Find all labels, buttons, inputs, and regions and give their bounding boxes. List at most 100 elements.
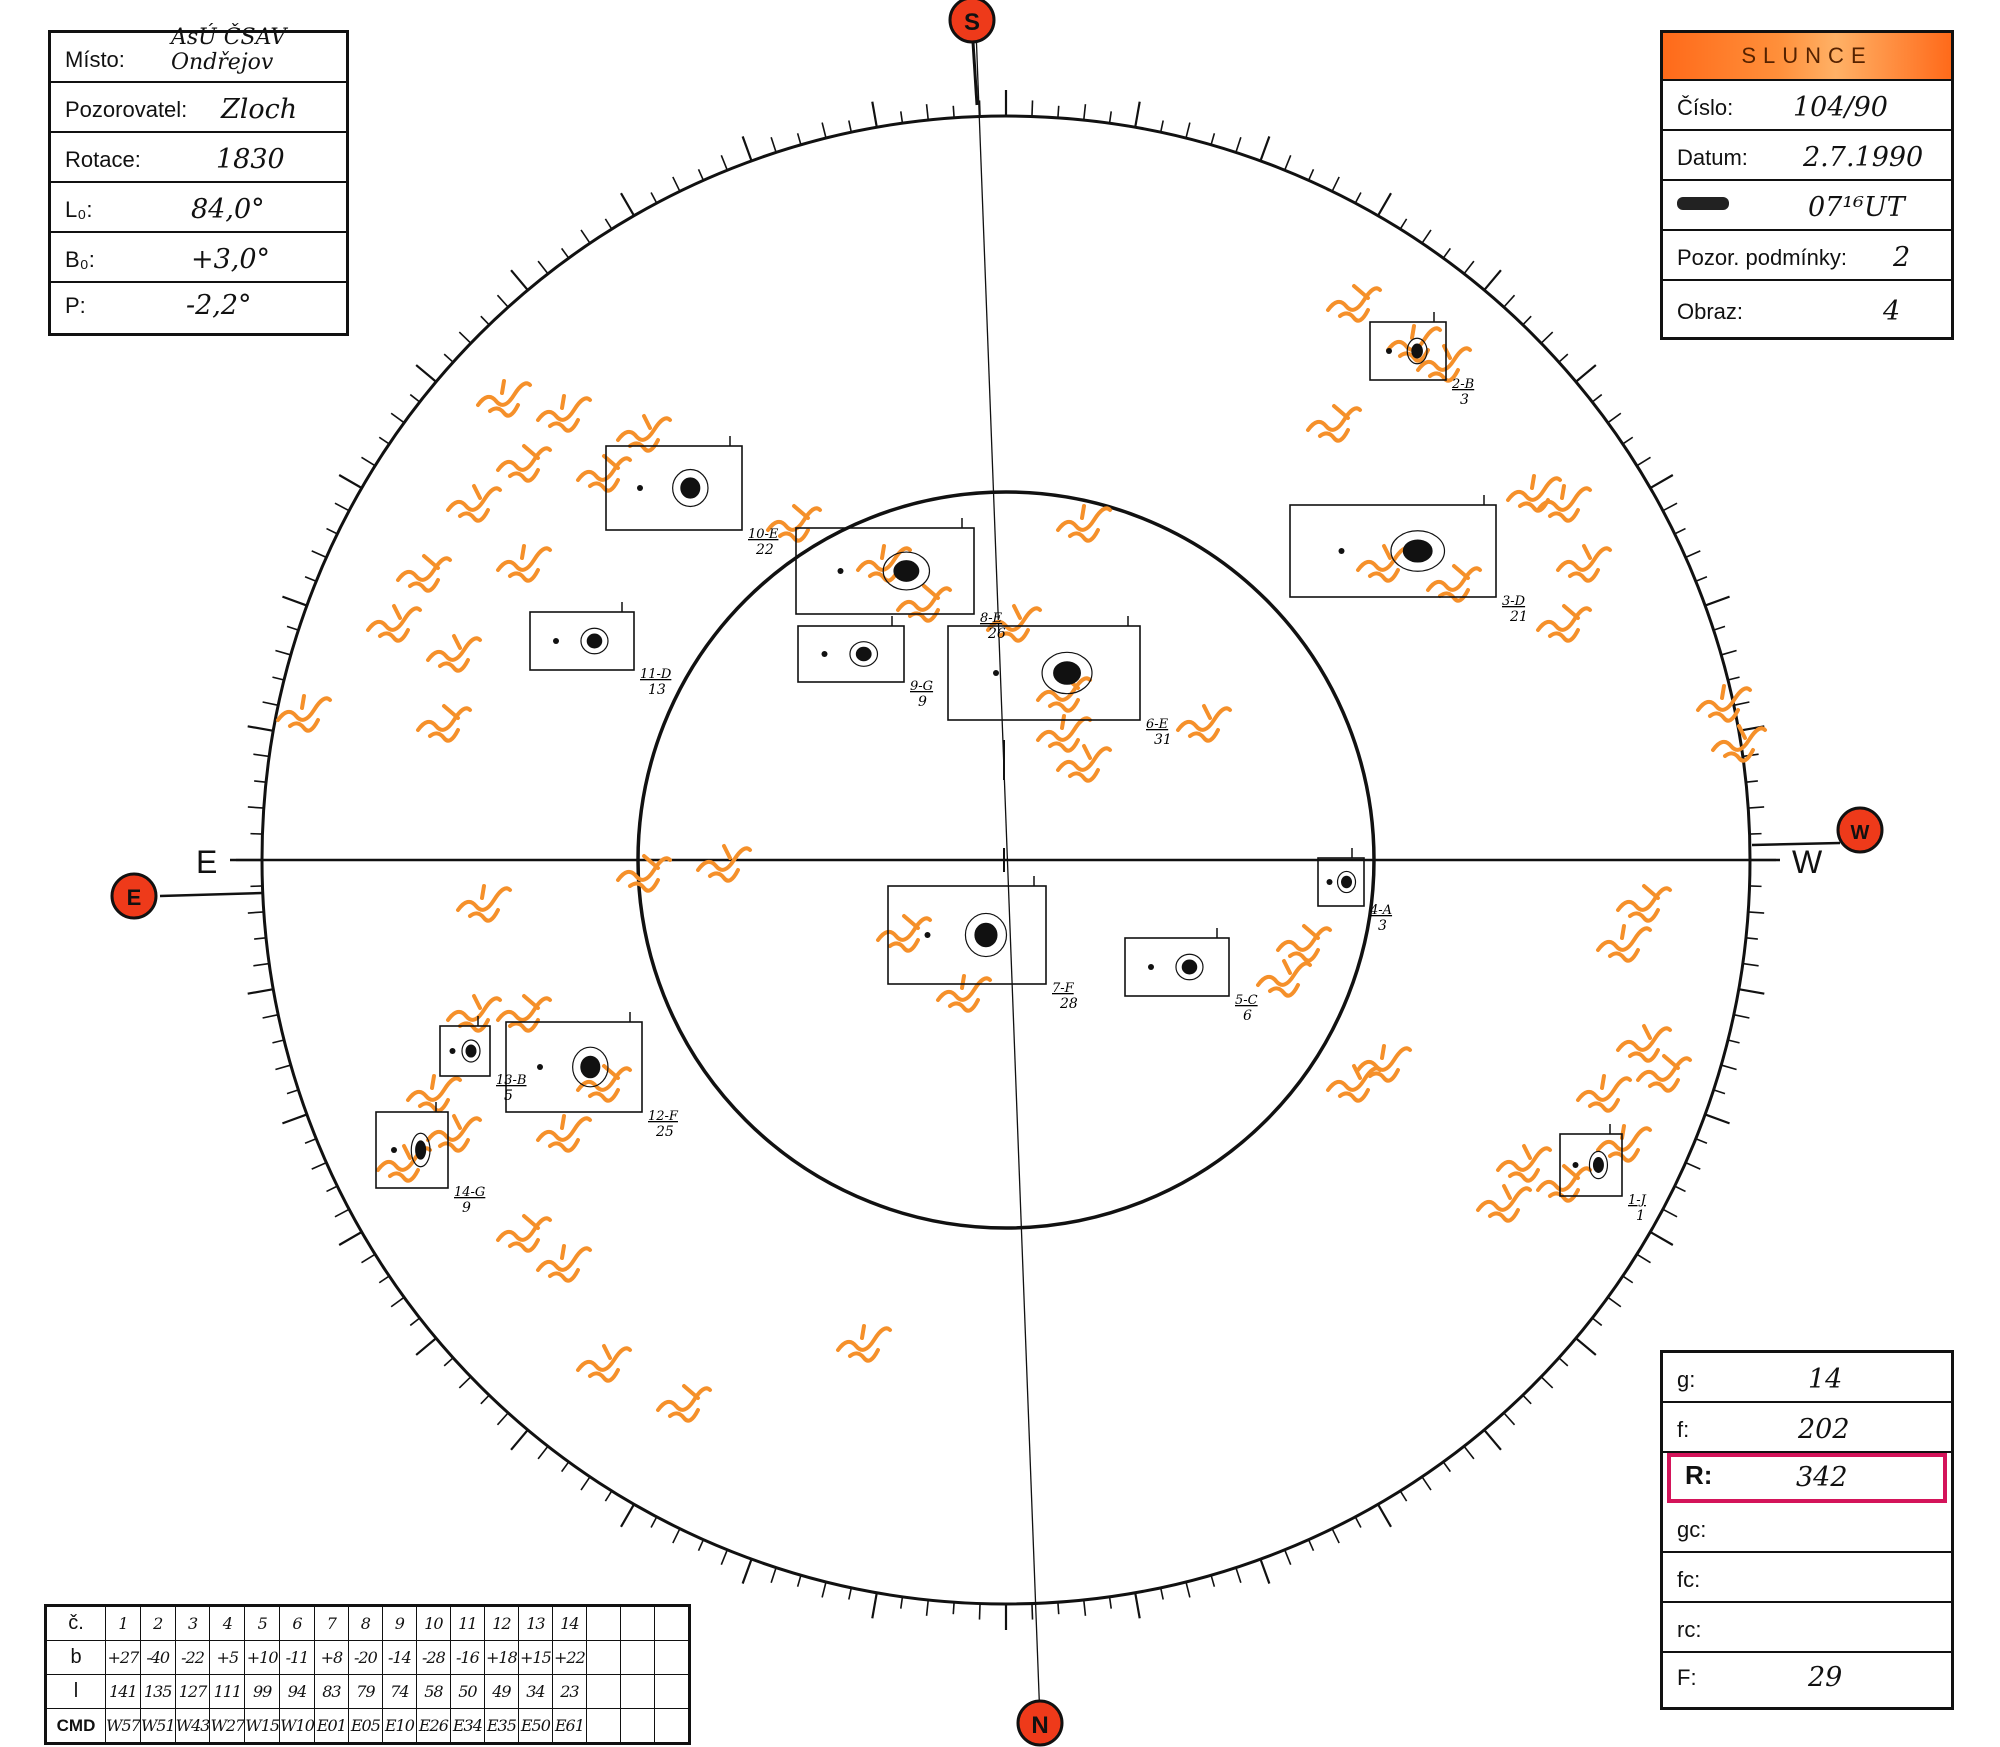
scale-tick bbox=[604, 218, 613, 230]
facula-mark bbox=[876, 914, 932, 953]
sunspot-group-4-a: 4-A3 bbox=[1317, 848, 1392, 934]
facula-mark bbox=[766, 504, 822, 543]
scale-tick bbox=[1540, 1376, 1554, 1389]
scale-tick bbox=[1649, 1231, 1674, 1246]
group-box bbox=[1124, 937, 1230, 997]
group-label: 13-B bbox=[496, 1073, 527, 1088]
scale-tick bbox=[275, 649, 292, 656]
scale-tick bbox=[741, 1558, 753, 1584]
scale-tick bbox=[1636, 456, 1651, 467]
sunspot-umbra bbox=[415, 1140, 427, 1160]
table-cell: 10 bbox=[415, 1605, 451, 1641]
sunspot-group-9-g: 9-G9 bbox=[797, 616, 933, 710]
table-cell: 3 bbox=[174, 1605, 211, 1641]
sunspot-umbra bbox=[974, 922, 998, 948]
table-cell: 50 bbox=[449, 1674, 485, 1709]
sunspot-pore bbox=[821, 651, 828, 657]
scale-tick bbox=[1377, 1503, 1392, 1528]
scale-tick bbox=[1695, 1137, 1708, 1144]
group-label: 12-F bbox=[648, 1109, 679, 1124]
table-cell: W27 bbox=[209, 1708, 246, 1744]
group-label: 5-C bbox=[1235, 993, 1258, 1008]
row-rotation: Rotace: 1830 bbox=[51, 133, 346, 183]
sunspot-pore bbox=[924, 932, 931, 938]
facula-mark bbox=[1506, 474, 1562, 513]
table-cell bbox=[619, 1640, 655, 1675]
scale-tick bbox=[338, 1231, 363, 1246]
scale-tick bbox=[1031, 1603, 1034, 1620]
sunspot-penumbra bbox=[672, 468, 709, 508]
panel-title-slunce: SLUNCE bbox=[1663, 33, 1951, 81]
facula-mark bbox=[1426, 564, 1482, 603]
scale-tick bbox=[254, 936, 267, 940]
group-spot-count: 21 bbox=[1509, 609, 1528, 625]
scale-tick bbox=[1622, 436, 1634, 445]
group-spot-count: 3 bbox=[1460, 392, 1469, 408]
scale-tick bbox=[871, 1592, 878, 1619]
scale-tick bbox=[1463, 1445, 1475, 1460]
group-box bbox=[947, 625, 1141, 721]
group-label: 11-D bbox=[640, 667, 672, 682]
facula-mark bbox=[1356, 544, 1412, 583]
scale-tick bbox=[1558, 353, 1569, 363]
label-gc: gc: bbox=[1677, 1517, 1707, 1542]
scale-tick bbox=[1591, 1317, 1603, 1327]
table-cell: 7 bbox=[313, 1605, 349, 1641]
value-location: AsÚ ČSAV Ondřejov bbox=[171, 25, 287, 75]
facula-mark bbox=[856, 544, 912, 583]
sunspot-penumbra bbox=[461, 1039, 481, 1063]
table-cell: 34 bbox=[517, 1674, 553, 1709]
scale-tick bbox=[770, 1567, 777, 1584]
facula-mark bbox=[426, 634, 482, 673]
scale-tick bbox=[1745, 936, 1758, 940]
table-cell: E35 bbox=[483, 1708, 519, 1744]
sunspot-group-5-c: 5-C6 bbox=[1124, 928, 1258, 1024]
table-cell: E01 bbox=[313, 1708, 349, 1744]
scale-tick bbox=[409, 1317, 421, 1327]
summary-panel: g: 14 f: 202 R: 342 gc: fc: rc: F: 29 bbox=[1660, 1350, 1954, 1710]
sunspot-penumbra bbox=[572, 1046, 609, 1088]
scale-tick bbox=[1713, 1089, 1726, 1095]
scale-tick bbox=[1108, 111, 1113, 124]
table-cell: 127 bbox=[174, 1674, 211, 1709]
facula-mark bbox=[1056, 744, 1112, 783]
scale-tick bbox=[1283, 1549, 1292, 1565]
table-cell: W57 bbox=[105, 1708, 141, 1744]
row-number: Číslo: 104/90 bbox=[1663, 81, 1951, 131]
scale-tick bbox=[326, 1185, 338, 1193]
scale-tick bbox=[254, 780, 267, 784]
scale-tick bbox=[1704, 1113, 1730, 1125]
scale-tick bbox=[1082, 104, 1087, 121]
row-observer: Pozorovatel: Zloch bbox=[51, 83, 346, 133]
sunspot-penumbra bbox=[1041, 651, 1093, 695]
facula-mark bbox=[1636, 1054, 1692, 1093]
scale-tick bbox=[1210, 1574, 1216, 1587]
scale-tick bbox=[1185, 122, 1191, 139]
table-cell bbox=[619, 1674, 655, 1709]
sunspot-penumbra bbox=[1390, 530, 1446, 572]
scale-tick bbox=[1649, 474, 1674, 489]
table-cell: E34 bbox=[449, 1708, 485, 1744]
scale-tick bbox=[1421, 229, 1432, 244]
badge-east: E bbox=[110, 872, 158, 920]
scale-tick bbox=[1483, 269, 1502, 291]
group-label: 3-D bbox=[1502, 594, 1526, 609]
sunspot-penumbra bbox=[882, 551, 931, 591]
scale-tick bbox=[1704, 595, 1730, 607]
sunspot-penumbra bbox=[1336, 870, 1357, 894]
limb-degree-scale bbox=[236, 90, 1776, 1630]
group-spot-count: 9 bbox=[918, 694, 927, 710]
scale-tick bbox=[848, 1587, 853, 1600]
sunspot-penumbra bbox=[1175, 953, 1204, 981]
scale-tick bbox=[247, 988, 274, 995]
sunspot-umbra bbox=[580, 1055, 601, 1079]
scale-tick bbox=[1235, 1567, 1242, 1584]
scale-tick bbox=[650, 1516, 658, 1528]
facula-mark bbox=[1616, 884, 1672, 923]
scale-tick bbox=[496, 294, 509, 308]
scale-tick bbox=[1331, 1528, 1340, 1544]
scale-tick bbox=[1399, 1490, 1408, 1502]
value-observer: Zloch bbox=[221, 94, 298, 125]
